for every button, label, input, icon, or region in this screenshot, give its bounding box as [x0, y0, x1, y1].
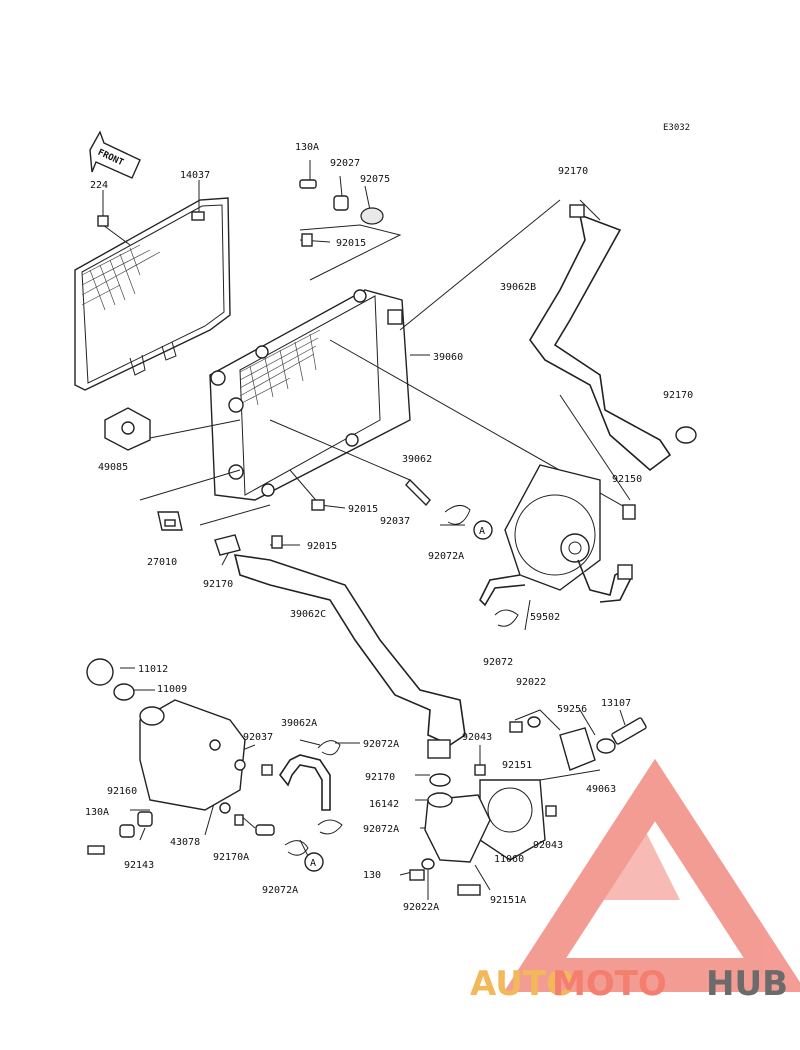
label-92022a: 92022A [403, 902, 439, 913]
label-92151a: 92151A [490, 895, 526, 906]
mid-clamps [214, 478, 471, 556]
label-11012: 11012 [138, 664, 168, 675]
label-92072a-low: 92072A [363, 739, 399, 750]
cooling-fan [479, 464, 636, 627]
watermark-auto: AUTO [470, 964, 575, 1004]
watermark-hub: HUB [706, 964, 788, 1004]
label-92151: 92151 [502, 760, 532, 771]
radiator-cap [104, 407, 151, 451]
label-92170-top: 92170 [558, 166, 588, 177]
label-92143: 92143 [124, 860, 154, 871]
label-92170-left: 92170 [203, 579, 233, 590]
label-92150: 92150 [612, 474, 642, 485]
connector-a-mid-label: A [479, 526, 485, 537]
label-92075: 92075 [360, 174, 390, 185]
label-92072a-pump: 92072A [363, 824, 399, 835]
label-39062a: 39062A [281, 718, 317, 729]
label-92160: 92160 [107, 786, 137, 797]
label-92072a-mid: 92072A [428, 551, 464, 562]
label-59502: 59502 [530, 612, 560, 623]
hose-39062c [233, 554, 466, 759]
label-92027: 92027 [330, 158, 360, 169]
label-92015-low: 92015 [307, 541, 337, 552]
watermark-moto: MOTO [552, 964, 667, 1004]
label-92043-low: 92043 [533, 840, 563, 851]
label-39062c: 39062C [290, 609, 326, 620]
hose-39062b [529, 204, 697, 472]
watermark-text: AUTO MOTO HUB [470, 964, 788, 1004]
label-92037-low: 92037 [243, 732, 273, 743]
label-27010: 27010 [147, 557, 177, 568]
label-92170a: 92170A [213, 852, 249, 863]
label-14037: 14037 [180, 170, 210, 181]
label-43078: 43078 [170, 837, 200, 848]
front-arrow-icon: FRONT [89, 130, 141, 179]
label-130: 130 [363, 870, 381, 881]
label-16142: 16142 [369, 799, 399, 810]
connector-a-mid: A [473, 520, 493, 540]
connector-a-low: A [304, 852, 324, 872]
label-92037-mid: 92037 [380, 516, 410, 527]
label-11009: 11009 [157, 684, 187, 695]
hose-39062a [234, 740, 343, 856]
radiator-core [209, 289, 411, 501]
top-fasteners [97, 179, 384, 247]
reservoir-tank [86, 658, 246, 855]
label-92170-mid: 92170 [365, 772, 395, 783]
label-39062: 39062 [402, 454, 432, 465]
label-11060: 11060 [494, 854, 524, 865]
label-224: 224 [90, 180, 108, 191]
thermo-switch [157, 511, 183, 531]
label-130a-top: 130A [295, 142, 319, 153]
radiator-screen [74, 197, 231, 391]
label-92072a-bottom: 92072A [262, 885, 298, 896]
diagram-code: E3032 [663, 123, 690, 133]
label-39062b: 39062B [500, 282, 536, 293]
label-92015-top: 92015 [336, 238, 366, 249]
label-92015-mid: 92015 [348, 504, 378, 515]
label-13107: 13107 [601, 698, 631, 709]
label-92022: 92022 [516, 677, 546, 688]
label-59256: 59256 [557, 704, 587, 715]
label-39060: 39060 [433, 352, 463, 363]
label-92043-top: 92043 [462, 732, 492, 743]
label-92170-right: 92170 [663, 390, 693, 401]
label-92072: 92072 [483, 657, 513, 668]
label-49063: 49063 [586, 784, 616, 795]
watermark-logo [503, 758, 800, 992]
connector-a-low-label: A [310, 858, 316, 869]
label-130a-low: 130A [85, 807, 109, 818]
water-pump [409, 716, 647, 896]
label-49085: 49085 [98, 462, 128, 473]
